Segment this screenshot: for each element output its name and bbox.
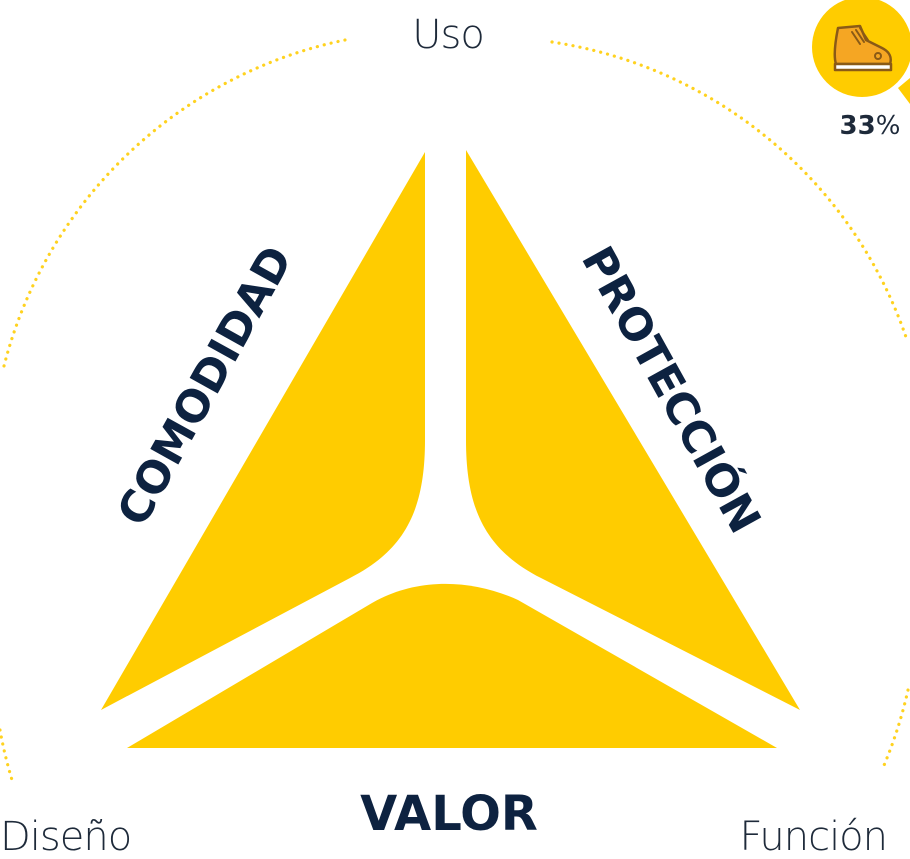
segment-proteccion	[466, 150, 800, 710]
badge-value: 33	[840, 111, 876, 141]
ring-arc-bottom-right	[880, 688, 910, 772]
corner-label-funcion: Función	[740, 814, 887, 859]
badge-unit: %	[876, 111, 901, 141]
badge: 33%	[812, 0, 910, 141]
ring-arc-top-left	[1, 38, 347, 372]
badge-percentage: 33%	[840, 111, 901, 141]
segment-valor	[127, 583, 777, 748]
dotted-ring	[0, 38, 910, 782]
segment-comodidad	[101, 152, 425, 710]
corner-label-diseno: Diseño	[0, 814, 131, 859]
boot-icon	[833, 24, 893, 72]
ring-arc-top-right	[550, 40, 909, 342]
ring-arc-bottom-left	[0, 728, 14, 782]
badge-notch	[898, 78, 910, 104]
triangle-segments	[101, 150, 800, 748]
segment-label-valor: VALOR	[360, 786, 538, 842]
corner-label-uso: Uso	[412, 12, 484, 58]
